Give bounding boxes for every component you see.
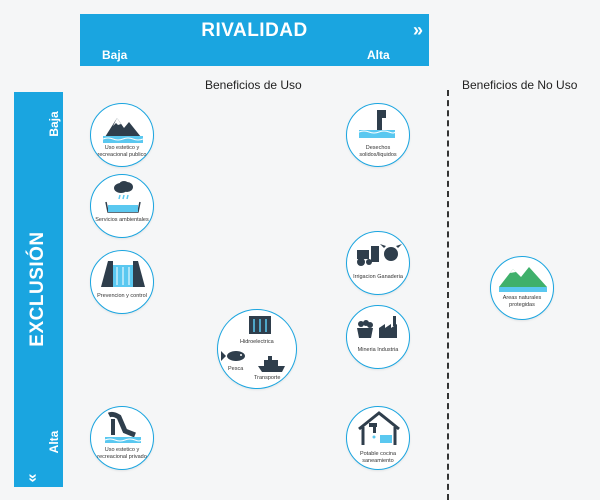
node-label: Desechos solidos/liquidos <box>359 145 397 158</box>
exclusion-high-label: Alta <box>47 430 61 454</box>
node-aesthetic-private: Uso estetico y recreacional privado <box>90 406 154 470</box>
node-mining-industry: Mineria Industria <box>346 305 410 369</box>
exclusion-axis-bar: EXCLUSIÓN Baja Alta » <box>14 92 63 487</box>
tractor-cow-icon <box>357 244 402 266</box>
node-hydro-fishing-transport: Hidroelectrica Pesca Transporte <box>217 309 297 389</box>
mine-cart-factory-icon <box>357 316 397 338</box>
node-label: Areas naturales protegidas <box>502 295 542 308</box>
node-label: Potable cocina saneamiento <box>359 451 397 464</box>
rivalry-axis-bar: RIVALIDAD Baja Alta » <box>80 14 429 66</box>
node-aesthetic-public: Uso estetico y recreacional publico <box>90 103 154 167</box>
exclusion-title: EXCLUSIÓN <box>27 231 48 347</box>
transport-label: Transporte <box>254 375 281 381</box>
node-potable: Potable cocina saneamiento <box>346 406 410 470</box>
node-prevention: Prevencion y control <box>90 250 154 314</box>
rain-cloud-icon <box>105 181 141 213</box>
use-benefits-heading: Beneficios de Uso <box>205 78 302 92</box>
water-slide-icon <box>104 411 142 443</box>
node-label: Uso estetico y recreacional publico <box>97 145 147 158</box>
double-chevron-right-icon: » <box>412 20 423 40</box>
node-protected-areas: Areas naturales protegidas <box>490 256 554 320</box>
rivalry-high-label: Alta <box>367 48 390 62</box>
fishing-label: Pesca <box>228 366 244 372</box>
hydro-fish-ship-icon <box>221 316 285 372</box>
house-tap-icon <box>358 411 400 445</box>
node-waste: Desechos solidos/liquidos <box>346 103 410 167</box>
node-irrigation-livestock: Irrigacion Ganaderia <box>346 231 410 295</box>
rivalry-low-label: Baja <box>102 48 128 62</box>
green-hills-icon <box>499 267 547 292</box>
node-label: Uso estetico y recreacional privado <box>97 447 147 460</box>
node-label: Prevencion y control <box>97 293 147 299</box>
rivalry-title: RIVALIDAD <box>201 20 308 41</box>
node-label: Servicios ambientales <box>95 217 149 223</box>
node-label: Irrigacion Ganaderia <box>353 274 403 280</box>
node-env-services: Servicios ambientales <box>90 174 154 238</box>
exclusion-low-label: Baja <box>47 111 61 137</box>
hydro-label: Hidroelectrica <box>240 339 274 345</box>
node-label: Mineria Industria <box>357 347 399 353</box>
dashed-divider <box>447 90 449 500</box>
double-chevron-down-icon: » <box>24 473 42 483</box>
dam-icon <box>101 261 145 287</box>
non-use-benefits-heading: Beneficios de No Uso <box>462 78 578 92</box>
waste-pipe-icon <box>358 110 396 138</box>
mountain-lake-icon <box>102 118 144 143</box>
